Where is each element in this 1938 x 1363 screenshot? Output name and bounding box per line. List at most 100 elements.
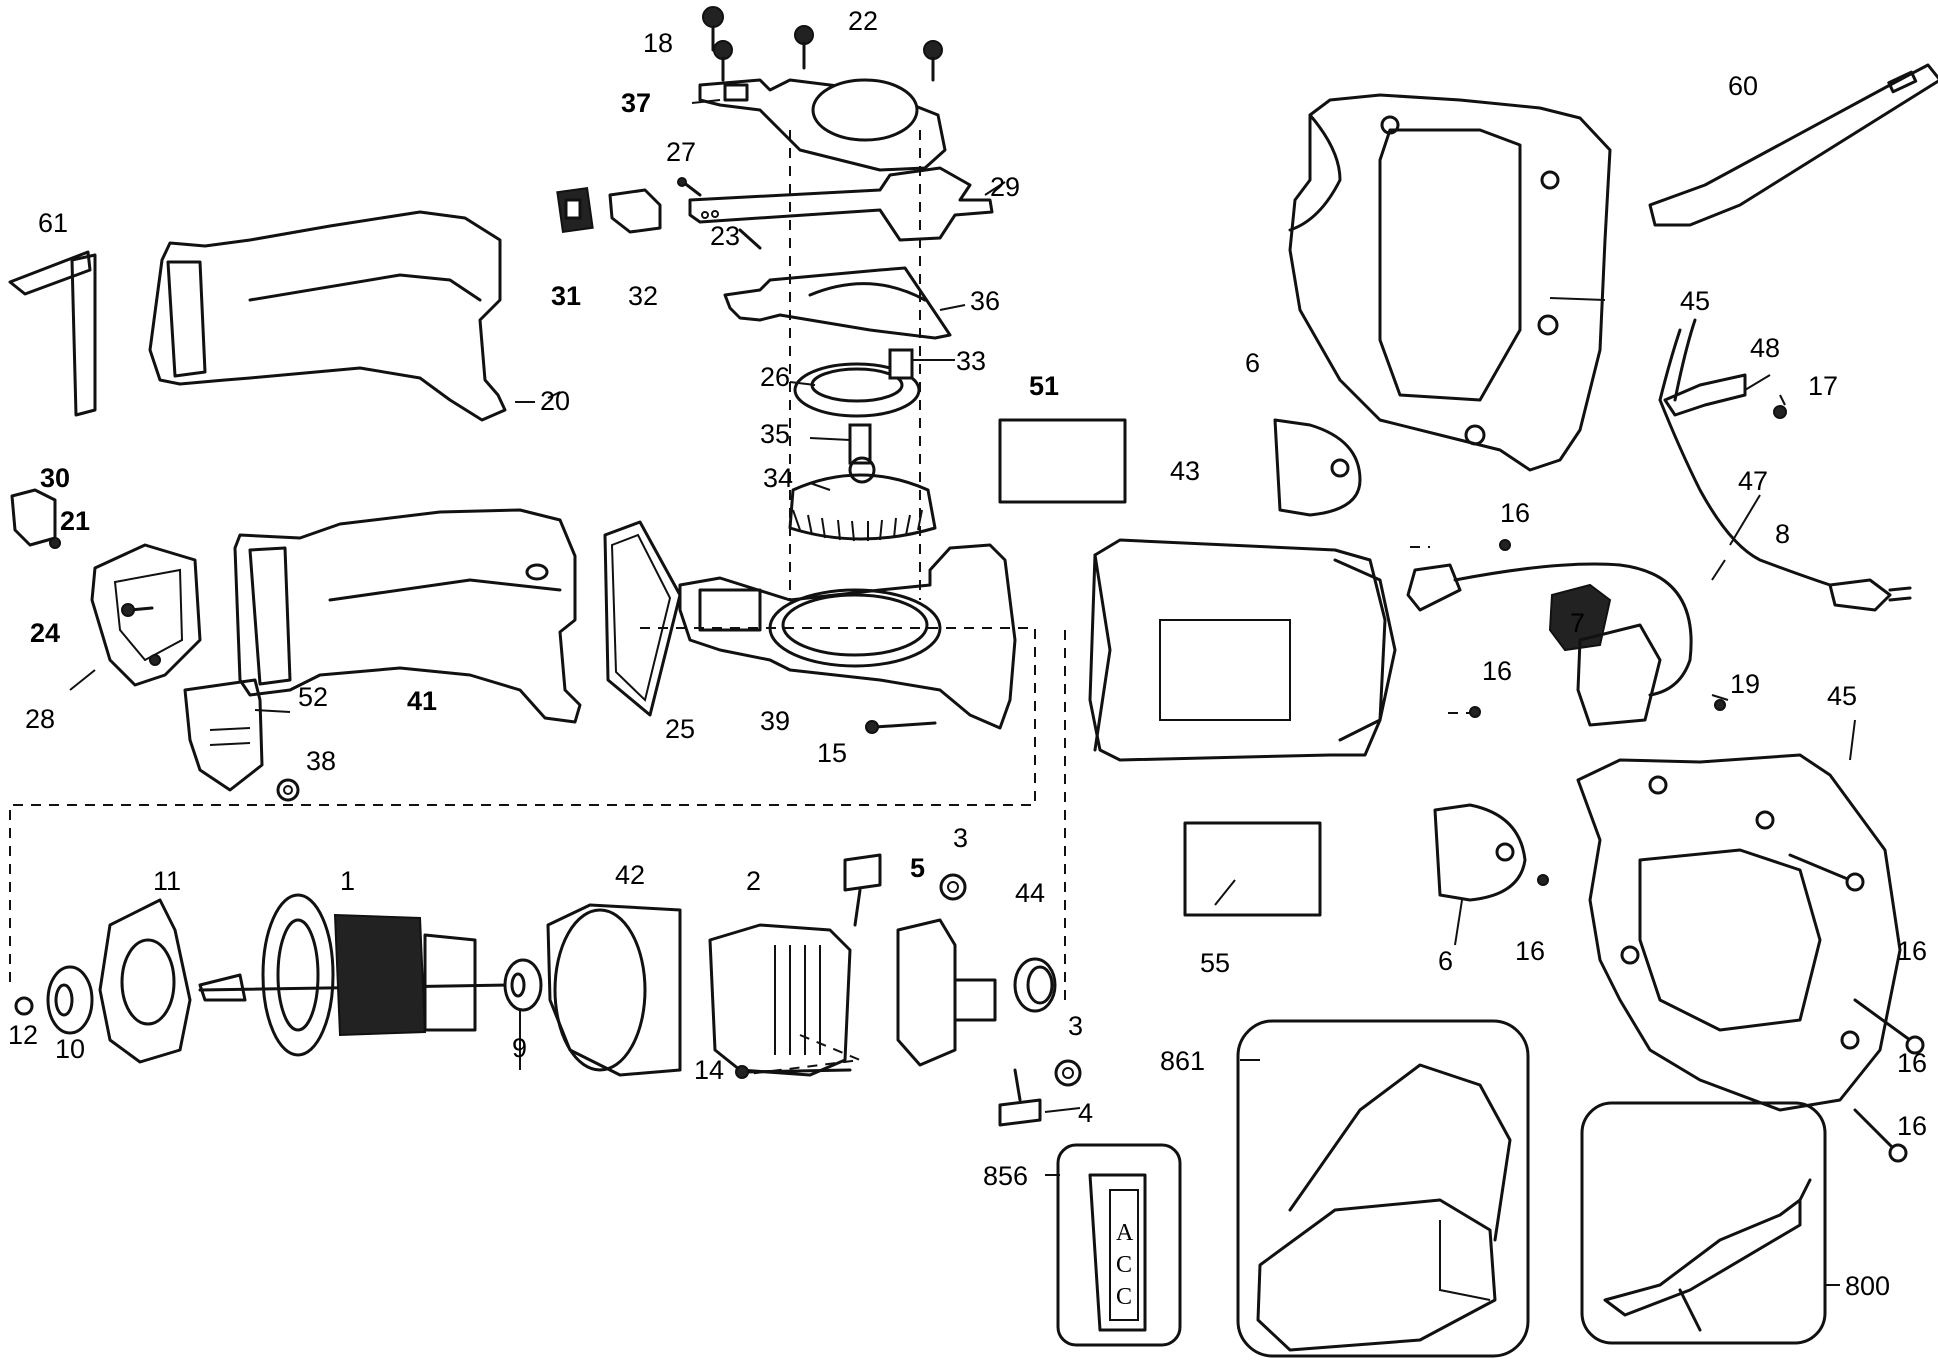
box-861-frame [1236, 1019, 1530, 1358]
callout-18: 18 [643, 28, 673, 58]
screw-16-right-b-part [1853, 998, 1925, 1055]
screw-16-right-a-part [1788, 853, 1865, 892]
callout-3-lower: 3 [1068, 1011, 1083, 1041]
motor-housing-43-part [1088, 538, 1397, 762]
bearing-10-part [46, 965, 94, 1035]
case-label-a: A [1116, 1220, 1134, 1246]
box-800-frame [1580, 1101, 1827, 1345]
callout-16-right-a: 16 [1897, 936, 1927, 966]
plate-36-part [723, 266, 952, 340]
screw-18-part [702, 6, 724, 52]
screw-19-part [1714, 699, 1726, 711]
cap-6-lower-part [1433, 803, 1527, 902]
callout-16-right-c: 16 [1897, 1111, 1927, 1141]
screw-22b-part [794, 25, 814, 70]
callout-48: 48 [1750, 333, 1780, 363]
callout-45-lower: 45 [1827, 681, 1857, 711]
screw-22a-part [713, 40, 733, 82]
clamp-30-part [10, 488, 57, 547]
callout-14: 14 [694, 1055, 724, 1085]
plunger-29-part [688, 166, 994, 242]
pin-35-part [848, 423, 872, 465]
assembly-dashed-lines [9, 130, 1470, 1076]
brush-holder-5-part [896, 918, 997, 1067]
spring-3-upper-part [939, 873, 967, 901]
pin-33-part [888, 348, 914, 380]
bearing-44-part [1013, 957, 1057, 1013]
bearing-9-part [503, 958, 543, 1012]
callout-5: 5 [910, 853, 925, 883]
callout-31: 31 [551, 281, 581, 311]
callout-labels: 18 22 37 27 29 61 31 32 23 36 20 26 33 5… [8, 6, 1927, 1310]
callout-24: 24 [30, 618, 60, 648]
screw-16-mid-part [1469, 706, 1481, 718]
callout-15: 15 [817, 738, 847, 768]
callout-27: 27 [666, 137, 696, 167]
callout-23: 23 [710, 221, 740, 251]
callout-39: 39 [760, 706, 790, 736]
hex-key-part [8, 250, 97, 417]
label-55-part [1183, 821, 1322, 917]
brush-4-part [998, 1068, 1042, 1127]
callout-42: 42 [615, 860, 645, 890]
callout-19: 19 [1730, 669, 1760, 699]
case-label-c1: C [1116, 1252, 1132, 1278]
callout-16-right-b: 16 [1897, 1048, 1927, 1078]
callout-34: 34 [763, 463, 793, 493]
callout-28: 28 [25, 704, 55, 734]
case-label-c2: C [1116, 1284, 1132, 1310]
callout-16-cap: 16 [1515, 936, 1545, 966]
callout-7: 7 [1570, 608, 1585, 638]
housing-45-lower-part [1576, 753, 1902, 1112]
callout-861: 861 [1160, 1046, 1205, 1076]
block-32-part [608, 188, 662, 234]
screw-24-part [121, 603, 154, 617]
lever-52-part [183, 678, 264, 792]
callout-52: 52 [298, 682, 328, 712]
label-51-part [998, 418, 1127, 504]
callout-3-upper: 3 [953, 823, 968, 853]
callout-29: 29 [990, 172, 1020, 202]
cord-47-part [1658, 318, 1832, 587]
armature-1-part [198, 893, 512, 1057]
callout-44: 44 [1015, 878, 1045, 908]
callout-43: 43 [1170, 456, 1200, 486]
callout-55: 55 [1200, 948, 1230, 978]
callout-30: 30 [40, 463, 70, 493]
callout-45-upper: 45 [1680, 286, 1710, 316]
callout-20: 20 [540, 386, 570, 416]
gasket-25-part [603, 520, 682, 717]
screw-16-switch-part [1499, 539, 1511, 551]
callout-9: 9 [512, 1033, 527, 1063]
clamp-48-part [1663, 373, 1747, 417]
callout-2: 2 [746, 866, 761, 896]
callout-6-upper: 6 [1245, 348, 1260, 378]
clamp-28-part [90, 543, 202, 687]
pin-27-part [677, 177, 702, 197]
top-plate-37-part [698, 78, 947, 172]
callout-37: 37 [621, 88, 651, 118]
wrench-60-part [1648, 63, 1938, 227]
callout-16-mid: 16 [1482, 656, 1512, 686]
screw-17-part [1773, 405, 1787, 419]
screw-21-part [49, 537, 61, 549]
callout-11: 11 [153, 866, 181, 896]
callout-33: 33 [956, 346, 986, 376]
callout-25: 25 [665, 714, 695, 744]
leader-lines [69, 99, 1856, 1286]
screw-15-part [865, 720, 937, 734]
switch-7-part [1406, 562, 1693, 727]
boot-upper-part [148, 210, 507, 422]
callout-856: 856 [983, 1161, 1028, 1191]
callout-1: 1 [340, 866, 355, 896]
pin-23-part [738, 228, 762, 250]
callout-10: 10 [55, 1034, 85, 1064]
screw-16-cap-part [1537, 874, 1549, 886]
callout-47: 47 [1738, 466, 1768, 496]
plate-11-part [98, 898, 192, 1064]
cap-6-upper-part [1273, 418, 1362, 517]
callout-36: 36 [970, 286, 1000, 316]
box-856-frame [1056, 1143, 1182, 1347]
screw-22c-part [923, 40, 943, 82]
